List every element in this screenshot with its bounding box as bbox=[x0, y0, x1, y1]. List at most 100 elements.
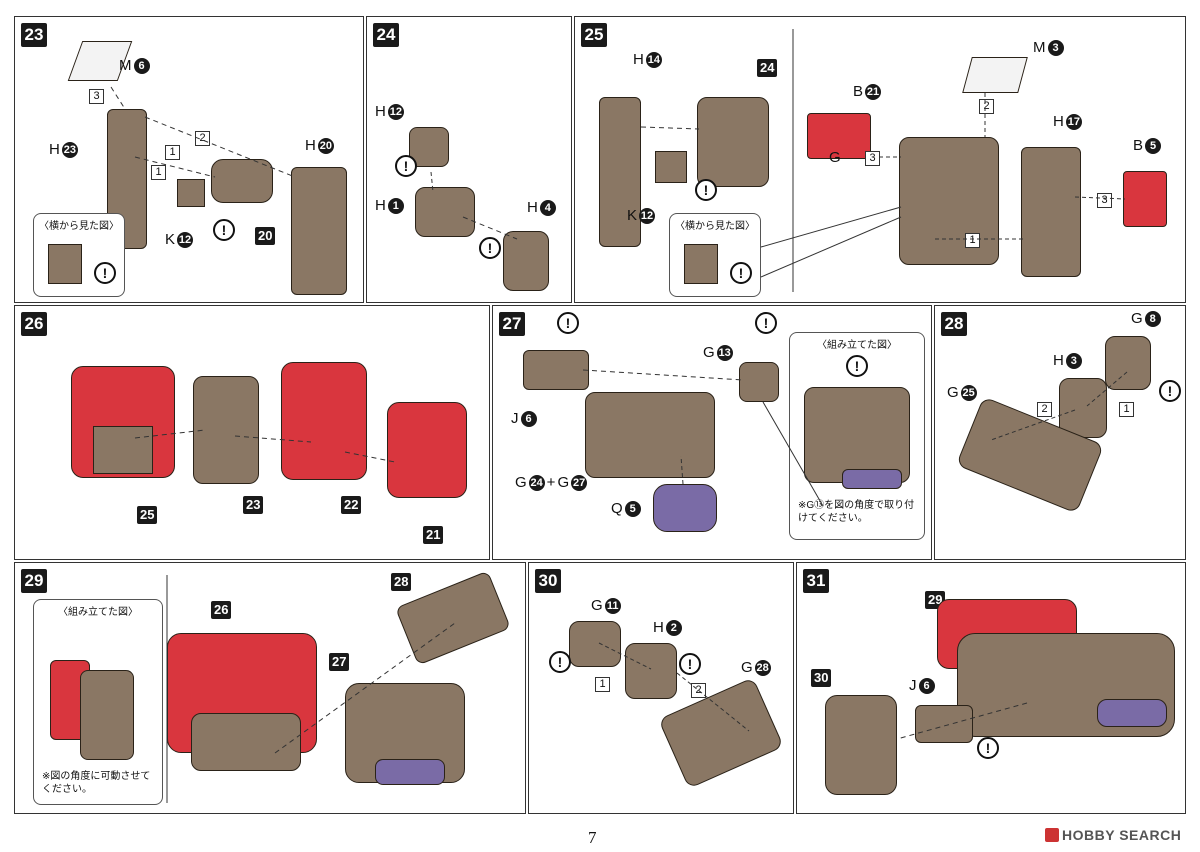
assembled-view-part bbox=[80, 670, 134, 760]
sub-30: 30 bbox=[811, 669, 832, 687]
seq-3: 3 bbox=[89, 89, 104, 104]
assembly-23 bbox=[193, 376, 259, 484]
caution-mark: ! bbox=[730, 262, 752, 284]
callout-title: 〈横から見た図〉 bbox=[39, 221, 119, 232]
callout-title: 〈組み立てた図〉 bbox=[817, 340, 897, 351]
watermark-text: HOBBY SEARCH bbox=[1062, 827, 1182, 843]
step-number: 25 bbox=[581, 23, 607, 47]
seq-1b: 1 bbox=[151, 165, 166, 180]
part-20 bbox=[211, 159, 273, 203]
part-K12 bbox=[655, 151, 687, 183]
page-number: 7 bbox=[588, 828, 597, 847]
callout-note: ※図の角度に可動させてください。 bbox=[42, 771, 151, 795]
callout-note: ※G⑬を図の角度で取り付けてください。 bbox=[798, 500, 915, 524]
sub-28: 28 bbox=[391, 573, 412, 591]
part-B21 bbox=[807, 113, 871, 159]
sub-21: 21 bbox=[423, 526, 444, 544]
sub-22: 22 bbox=[341, 496, 362, 514]
part-Q5 bbox=[653, 484, 717, 532]
caution-mark: ! bbox=[846, 355, 868, 377]
callout-title: 〈組み立てた図〉 bbox=[58, 607, 138, 618]
caution-mark: ! bbox=[679, 653, 701, 675]
caution-mark: ! bbox=[1159, 380, 1181, 402]
step-26-panel: 26 25 23 22 21 bbox=[14, 305, 490, 560]
part-H2 bbox=[625, 643, 677, 699]
caution-mark: ! bbox=[755, 312, 777, 334]
caution-mark: ! bbox=[557, 312, 579, 334]
assembly-29-base bbox=[1097, 699, 1167, 727]
side-view-part bbox=[48, 244, 82, 284]
seq-2: 2 bbox=[195, 131, 210, 146]
sub-23: 23 bbox=[243, 496, 264, 514]
seq-1a: 1 bbox=[165, 145, 180, 160]
step-number: 24 bbox=[373, 23, 399, 47]
step-number: 31 bbox=[803, 569, 829, 593]
caution-mark: ! bbox=[695, 179, 717, 201]
part-H20 bbox=[291, 167, 347, 295]
part-G8 bbox=[1105, 336, 1151, 390]
assembly-28 bbox=[395, 570, 511, 666]
assembly-30 bbox=[825, 695, 897, 795]
part-J6 bbox=[523, 350, 589, 390]
side-view-callout: 〈横から見た図〉 ! bbox=[33, 213, 125, 297]
step-number: 29 bbox=[21, 569, 47, 593]
caution-mark: ! bbox=[549, 651, 571, 673]
sub-25: 25 bbox=[137, 506, 158, 524]
step-number: 23 bbox=[21, 23, 47, 47]
assembly-26-base bbox=[191, 713, 301, 771]
part-G11 bbox=[569, 621, 621, 667]
assembly-25-base bbox=[93, 426, 153, 474]
seq-1: 1 bbox=[595, 677, 610, 692]
side-view-callout: 〈横から見た図〉 ! bbox=[669, 213, 761, 297]
part-H4 bbox=[503, 231, 549, 291]
part-24 bbox=[697, 97, 769, 187]
assembled-view-callout: 〈組み立てた図〉 ! ※G⑬を図の角度で取り付けてください。 bbox=[789, 332, 925, 540]
sub-26: 26 bbox=[211, 601, 232, 619]
hobby-search-logo-icon bbox=[1045, 828, 1059, 842]
seq-1: 1 bbox=[965, 233, 980, 248]
part-body bbox=[899, 137, 999, 265]
seq-1: 1 bbox=[1119, 402, 1134, 417]
seq-2: 2 bbox=[1037, 402, 1052, 417]
assembled-view-base bbox=[842, 469, 902, 489]
caution-mark: ! bbox=[395, 155, 417, 177]
part-M3 bbox=[962, 57, 1028, 93]
part-H17 bbox=[1021, 147, 1081, 277]
seq-2: 2 bbox=[691, 683, 706, 698]
part-G13 bbox=[739, 362, 779, 402]
caution-mark: ! bbox=[213, 219, 235, 241]
assembly-21 bbox=[387, 402, 467, 498]
part-H1 bbox=[415, 187, 475, 237]
callout-title: 〈横から見た図〉 bbox=[675, 221, 755, 232]
part-K12 bbox=[177, 179, 205, 207]
assembly-27-base bbox=[375, 759, 445, 785]
step-number: 27 bbox=[499, 312, 525, 336]
